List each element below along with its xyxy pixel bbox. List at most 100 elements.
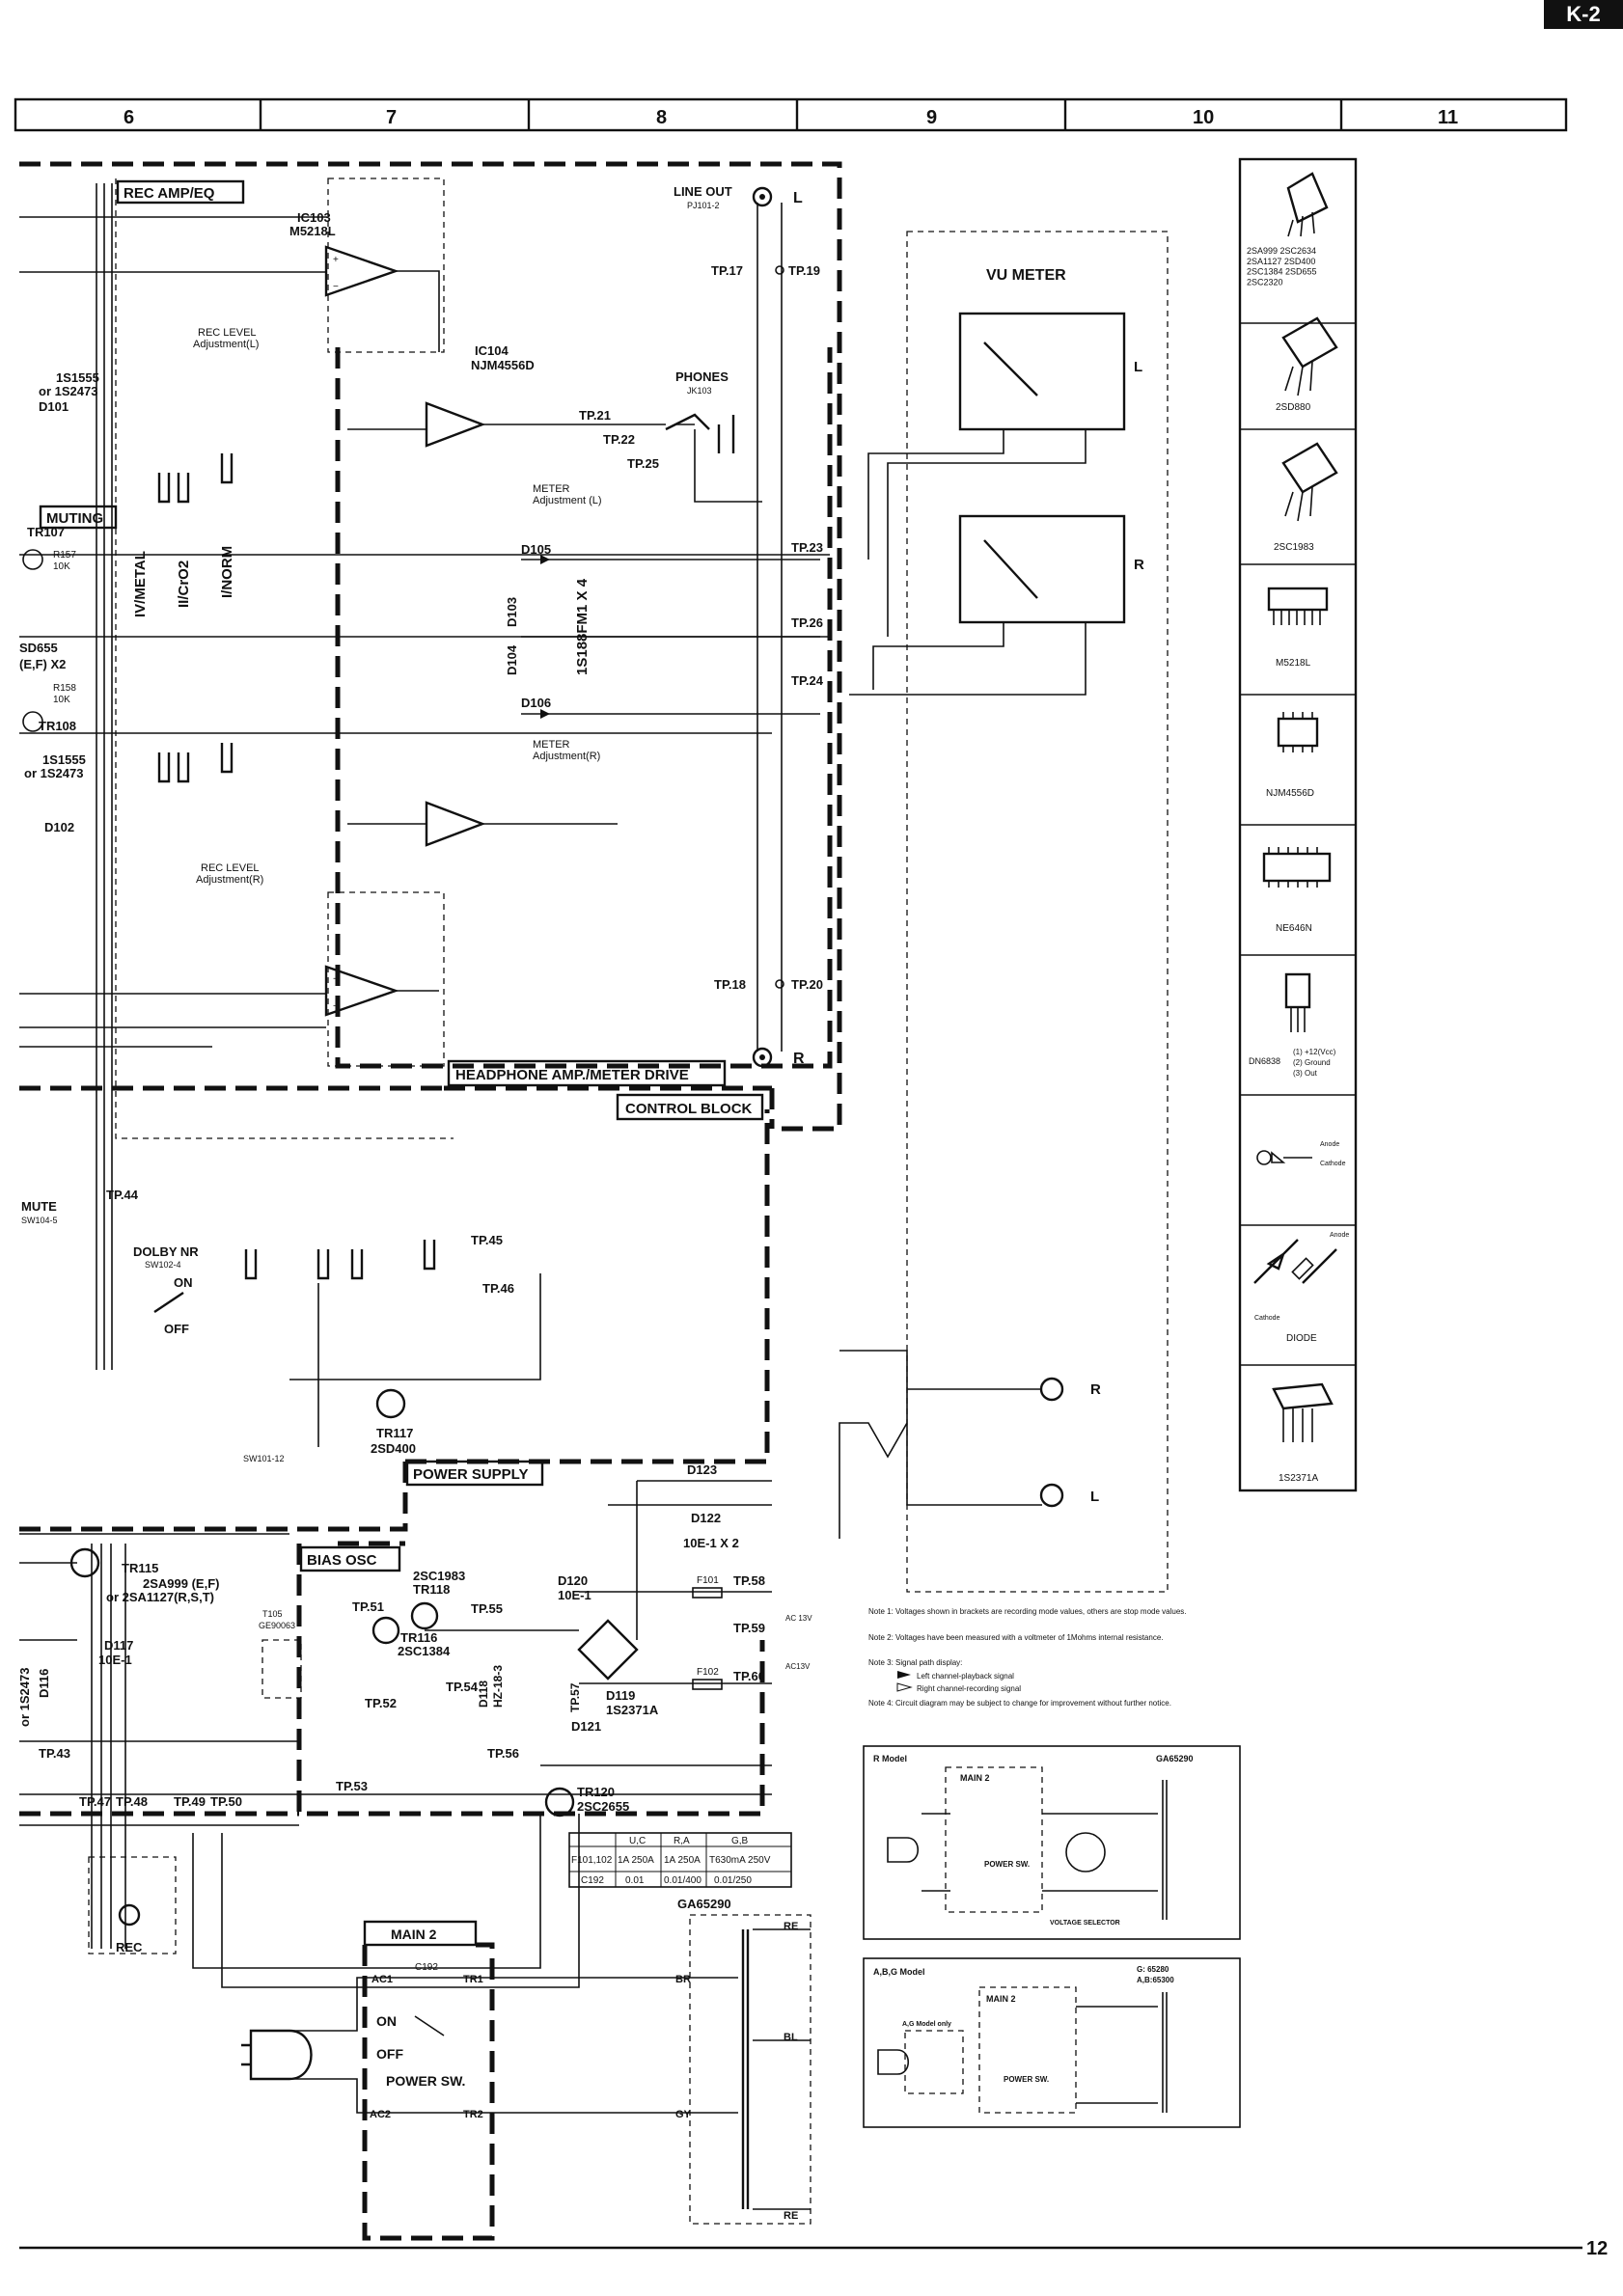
sw-cro2-label: II/CrO2	[176, 560, 192, 608]
bridge-rectifier-icon	[1272, 1382, 1334, 1442]
svg-text:TR120: TR120	[577, 1785, 615, 1799]
sip-ic-icon	[1267, 587, 1329, 625]
svg-text:TP.20: TP.20	[791, 977, 823, 992]
svg-text:D118: D118	[477, 1681, 490, 1708]
hall-ic-icon	[1284, 972, 1311, 1032]
svg-text:10E-1: 10E-1	[558, 1588, 591, 1602]
svg-text:HEADPHONE AMP./METER DRIVE: HEADPHONE AMP./METER DRIVE	[455, 1067, 689, 1083]
svg-text:F102: F102	[697, 1667, 719, 1678]
svg-text:or 2SA1127(R,S,T): or 2SA1127(R,S,T)	[106, 1590, 214, 1604]
svg-text:TP.17: TP.17	[711, 263, 743, 278]
svg-text:TP.50: TP.50	[210, 1794, 242, 1809]
page-badge: K-2	[1544, 0, 1623, 29]
col-7: 7	[386, 107, 397, 128]
legend-text-2: 2SC1983	[1274, 542, 1314, 553]
svg-text:T105: T105	[262, 1609, 283, 1619]
svg-text:D103: D103	[505, 597, 519, 627]
svg-text:TR117: TR117	[376, 1426, 413, 1440]
svg-text:TR108: TR108	[39, 719, 76, 733]
muting-label: MUTING	[39, 505, 118, 530]
upper-block-border	[19, 161, 842, 1132]
svg-text:1A 250A: 1A 250A	[664, 1855, 701, 1866]
diode-icon	[1253, 1239, 1337, 1284]
svg-text:1S188FM1 X 4: 1S188FM1 X 4	[574, 578, 591, 675]
main2-block: MAIN 2 AC1 AC2 TR1 TR2 C192 ON OFF POWER…	[241, 1897, 812, 2241]
svg-text:D104: D104	[505, 644, 519, 675]
test-points-upper: TP.17 TP.19 TP.21 TP.22 TP.25 TP.23 TP.2…	[579, 263, 824, 992]
svg-text:+: +	[333, 974, 339, 985]
svg-text:REC AMP/EQ: REC AMP/EQ	[124, 185, 215, 202]
svg-text:TR1: TR1	[463, 1974, 483, 1985]
meter-adj-l: METER	[533, 483, 570, 495]
svg-text:AC1: AC1	[371, 1974, 393, 1985]
svg-text:C192: C192	[581, 1875, 604, 1886]
signal-wiring	[19, 183, 830, 1447]
line-out-jack: LINE OUT PJ101-2 L R	[674, 184, 805, 1068]
svg-text:R: R	[793, 1051, 805, 1067]
legend-pin-2: (3) Out	[1293, 1069, 1318, 1078]
svg-text:POWER SW.: POWER SW.	[386, 2073, 465, 2089]
svg-text:GA65290: GA65290	[1156, 1754, 1194, 1763]
legend-led-cathode: Cathode	[1320, 1161, 1346, 1167]
svg-text:G: 65280: G: 65280	[1137, 1965, 1169, 1974]
svg-text:TP.48: TP.48	[116, 1794, 148, 1809]
svg-text:AC2: AC2	[370, 2109, 391, 2120]
svg-text:10K: 10K	[53, 695, 70, 705]
svg-text:BL: BL	[784, 2032, 798, 2043]
svg-text:0.01/400: 0.01/400	[664, 1875, 701, 1886]
svg-text:2SA999 (E,F): 2SA999 (E,F)	[143, 1576, 219, 1591]
svg-text:D122: D122	[691, 1511, 721, 1525]
legend-text-6: DN6838	[1249, 1056, 1280, 1066]
svg-text:D123: D123	[687, 1462, 717, 1477]
svg-text:2SD400: 2SD400	[371, 1441, 416, 1456]
bias-osc-label: BIAS OSC	[299, 1545, 401, 1572]
legend-pin-0: (1) +12(Vcc)	[1293, 1048, 1336, 1056]
phones-jack: PHONES JK103	[665, 369, 735, 453]
legend-text-8: DIODE	[1286, 1333, 1317, 1344]
mode-switch-contacts	[157, 453, 234, 783]
svg-text:RE: RE	[784, 2210, 798, 2222]
svg-text:TR116: TR116	[400, 1630, 437, 1645]
svg-text:REC: REC	[116, 1940, 143, 1954]
svg-text:TP.55: TP.55	[471, 1601, 503, 1616]
svg-text:ON: ON	[174, 1275, 193, 1290]
ic104-opamp-upper: IC104 NJM4556D	[425, 343, 535, 448]
svg-text:TR2: TR2	[463, 2109, 483, 2120]
svg-text:AC13V: AC13V	[785, 1662, 811, 1671]
power-supply-border	[405, 1109, 770, 1464]
svg-text:TP.57: TP.57	[568, 1682, 582, 1712]
svg-text:ON: ON	[376, 2013, 397, 2029]
svg-text:SW104-5: SW104-5	[21, 1216, 58, 1225]
svg-text:TP.26: TP.26	[791, 615, 823, 630]
svg-text:TP.24: TP.24	[791, 673, 824, 688]
svg-text:F101,102: F101,102	[571, 1855, 613, 1866]
svg-text:TP.21: TP.21	[579, 408, 611, 423]
svg-text:1A 250A: 1A 250A	[618, 1855, 654, 1866]
svg-text:L: L	[793, 190, 803, 206]
svg-text:A,G Model only: A,G Model only	[902, 2021, 951, 2028]
control-block-label: CONTROL BLOCK	[616, 1093, 764, 1121]
svg-text:VOLTAGE SELECTOR: VOLTAGE SELECTOR	[1050, 1920, 1120, 1927]
svg-text:D106: D106	[521, 696, 551, 710]
svg-text:SW101-12: SW101-12	[243, 1454, 285, 1463]
svg-text:GY: GY	[675, 2109, 692, 2120]
legend-diode-anode: Anode	[1330, 1232, 1349, 1239]
svg-text:−: −	[333, 282, 339, 292]
legend-text-5: NE646N	[1276, 923, 1312, 934]
svg-text:OFF: OFF	[164, 1322, 189, 1336]
svg-text:BR: BR	[675, 1974, 691, 1985]
legend-pin-1: (2) Ground	[1293, 1058, 1331, 1067]
svg-text:TP.58: TP.58	[733, 1573, 765, 1588]
rec-amp-eq-label: REC AMP/EQ	[116, 179, 245, 205]
ic103-opamp-upper: IC103 M5218L + −	[289, 210, 399, 297]
svg-text:MUTE: MUTE	[21, 1199, 57, 1214]
rec-level-r-label: REC LEVEL	[201, 862, 260, 874]
left-side-parts: 1S1555 or 1S2473 D101 TR107 R157 10K SD6…	[19, 370, 99, 834]
svg-text:TP.45: TP.45	[471, 1233, 503, 1247]
svg-text:D121: D121	[571, 1719, 601, 1734]
col-9: 9	[926, 107, 937, 128]
to220-transistor-icon	[1281, 316, 1338, 396]
page-number: 12	[1586, 2238, 1608, 2259]
led-icon	[1256, 1150, 1312, 1165]
legend-text-4: NJM4556D	[1266, 788, 1314, 799]
